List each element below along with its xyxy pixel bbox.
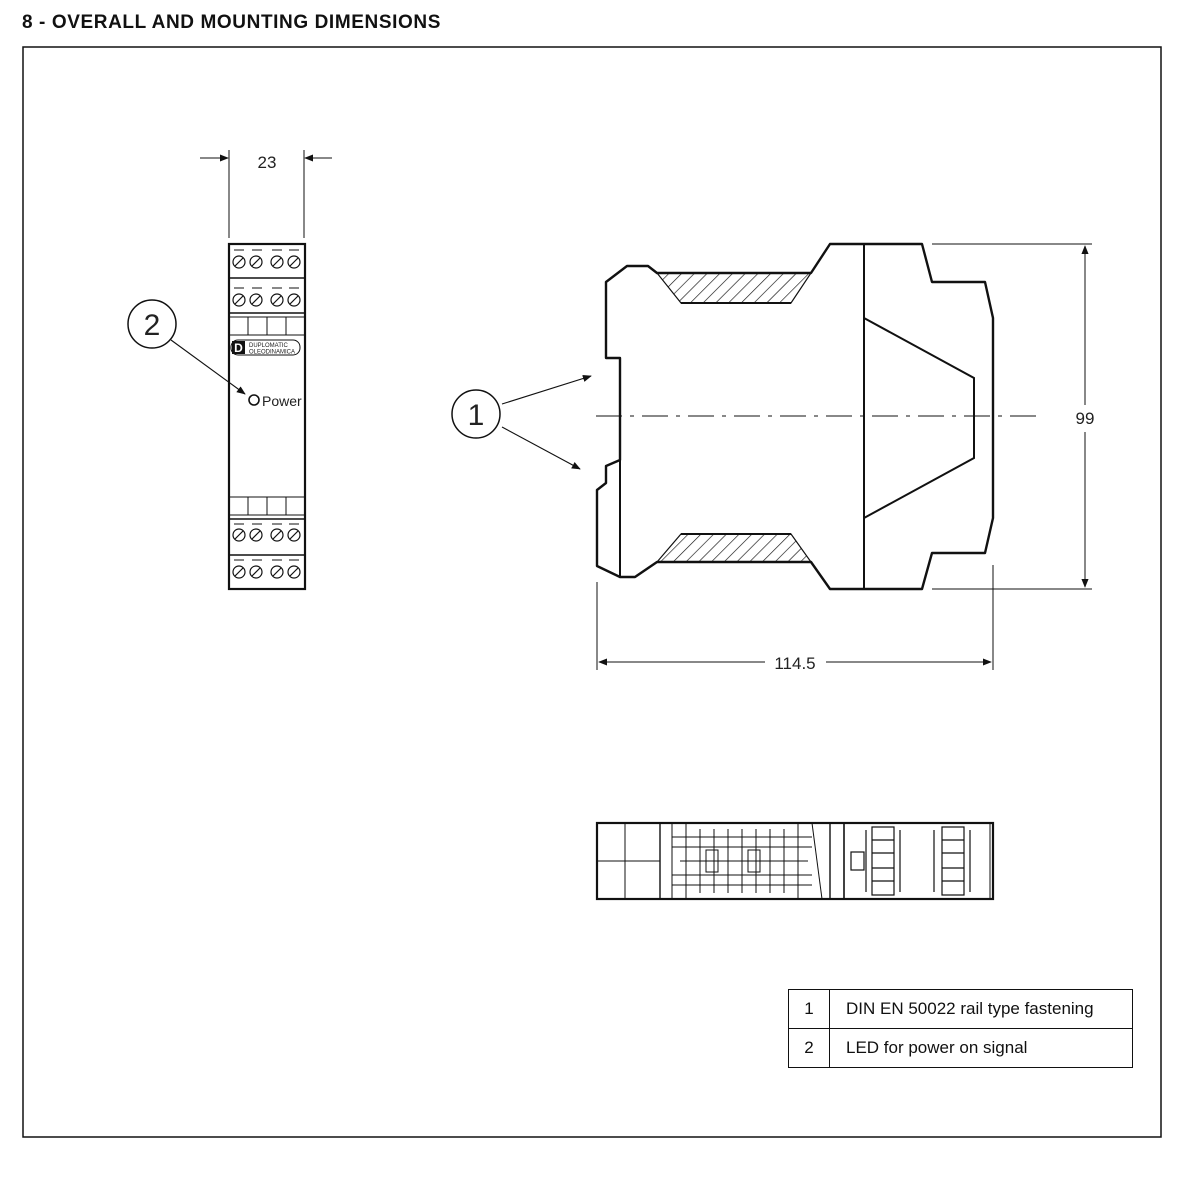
legend-description: DIN EN 50022 rail type fastening	[829, 989, 1133, 1029]
upper-vent-hatch	[655, 272, 813, 304]
screw-terminals-row-2	[232, 293, 301, 307]
callout-2: 2	[127, 299, 246, 395]
legend-row: 2 LED for power on signal	[788, 1028, 1133, 1068]
legend-description: LED for power on signal	[829, 1028, 1133, 1068]
height-dimension	[932, 243, 1092, 590]
screw-terminals-row-3	[232, 528, 301, 542]
power-led-label: Power	[262, 393, 302, 409]
logo-text-line-1: DUPLOMATIC	[249, 343, 289, 349]
brand-logo: D DUPLOMATIC OLEODINAMICA	[230, 339, 301, 356]
screw-terminals-row-1	[232, 255, 301, 269]
logo-mark: D	[234, 341, 243, 355]
screw-terminals-row-4	[232, 565, 301, 579]
callout-1: 1	[451, 374, 592, 470]
callout-1-number: 1	[468, 399, 485, 432]
lower-vent-hatch	[655, 533, 813, 563]
logo-text-line-2: OLEODINAMICA	[249, 350, 295, 356]
top-view	[595, 821, 995, 901]
legend-row: 1 DIN EN 50022 rail type fastening	[788, 989, 1133, 1029]
width-dimension-label: 23	[258, 153, 277, 172]
drawing-frame	[22, 46, 1162, 1138]
height-dimension-label: 99	[1076, 409, 1095, 428]
lower-connector-strip	[229, 496, 305, 516]
front-view: 23	[127, 150, 332, 591]
callout-2-number: 2	[144, 309, 161, 342]
upper-connector-strip	[229, 316, 305, 336]
legend-number: 2	[788, 1028, 830, 1068]
legend-table: 1 DIN EN 50022 rail type fastening 2 LED…	[788, 989, 1133, 1068]
legend-number: 1	[788, 989, 830, 1029]
width-dimension	[200, 150, 332, 238]
power-led	[248, 394, 260, 406]
bottom-terminal-blocks	[229, 518, 305, 561]
depth-dimension	[596, 565, 994, 670]
depth-dimension-label: 114.5	[774, 654, 815, 673]
top-terminal-blocks	[229, 249, 305, 314]
side-view: 99 114.5 1	[451, 242, 1095, 673]
section-title: 8 - OVERALL AND MOUNTING DIMENSIONS	[22, 12, 441, 33]
